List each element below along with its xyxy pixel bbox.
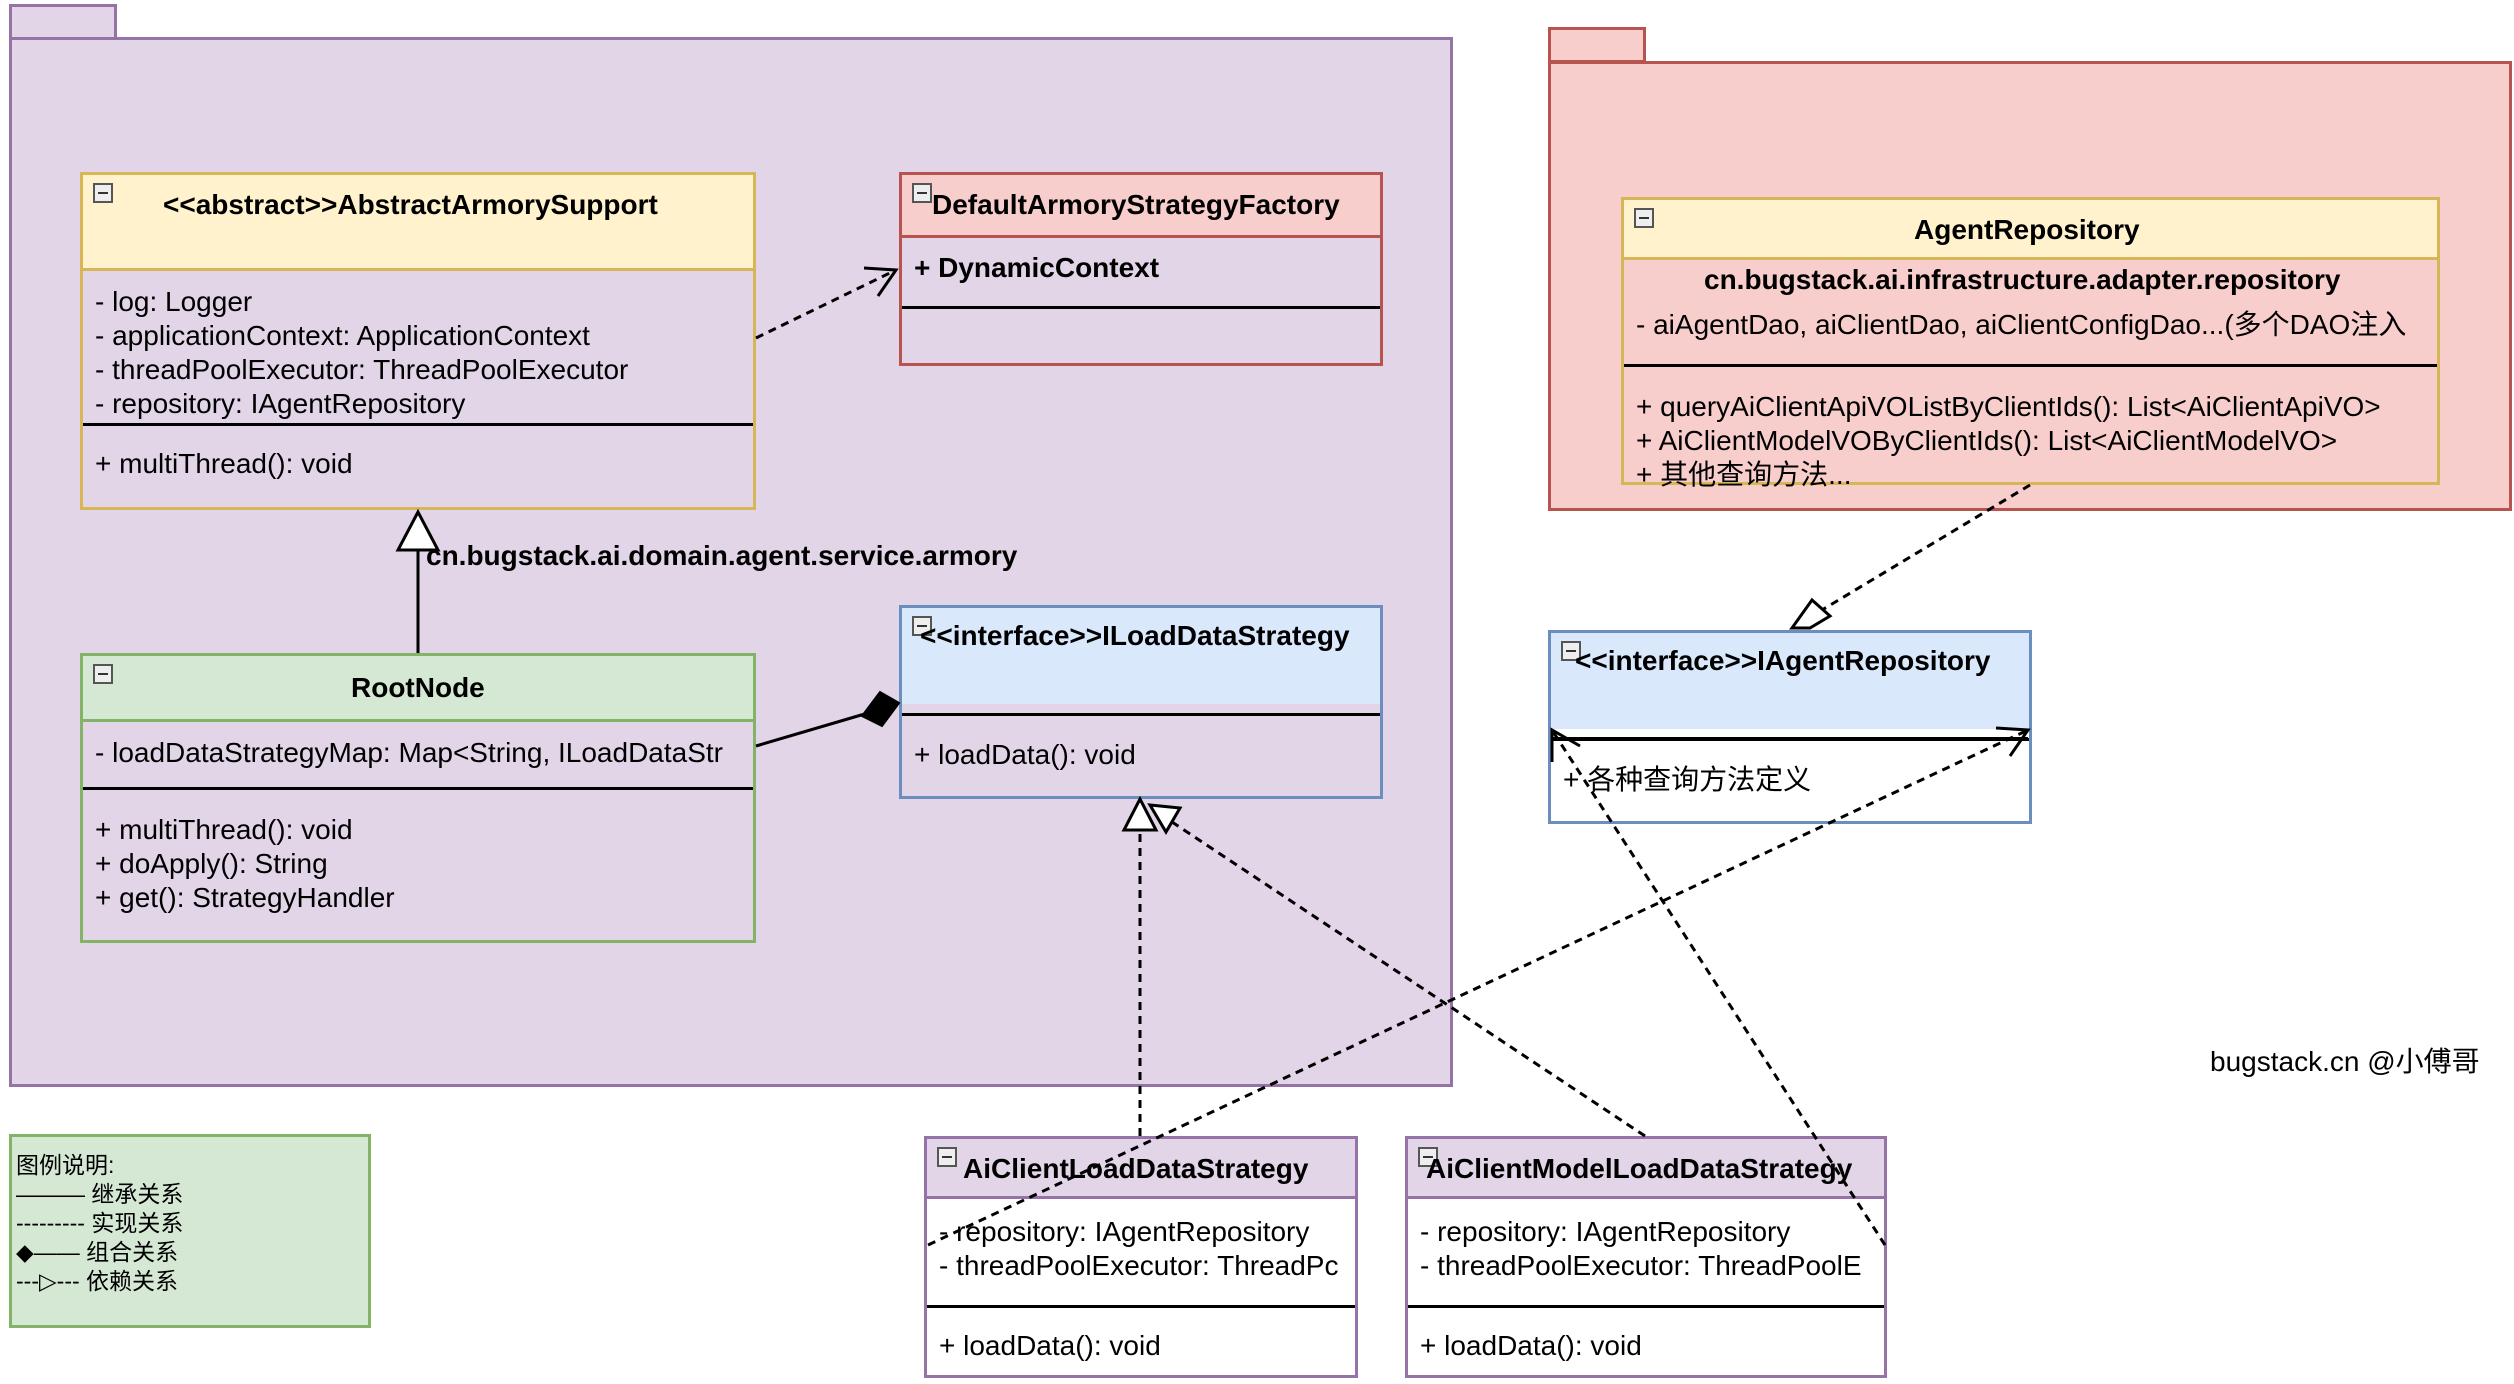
attributes: - aiAgentDao, aiClientDao, aiClientConfi… [1624, 308, 2437, 342]
dependency-line [927, 728, 2029, 1247]
legend-title: 图例说明: [16, 1152, 115, 1178]
realization-arrowhead [1147, 803, 1183, 835]
attribute: - threadPoolExecutor: ThreadPoolExecutor [95, 354, 629, 385]
legend-box: 图例说明: ——— 继承关系 --------- 实现关系 ◆—— 组合关系 -… [9, 1134, 371, 1328]
attributes: - loadDataStrategyMap: Map<String, ILoad… [83, 736, 753, 770]
collapse-icon[interactable] [912, 616, 932, 636]
method: + doApply(): String [95, 848, 328, 879]
dependency-line [755, 268, 897, 340]
ai-client-load-data-strategy-class[interactable]: AiClientLoadDataStrategy - repository: I… [924, 1136, 1358, 1378]
separator [902, 306, 1380, 309]
realization-arrowhead [1789, 597, 1833, 630]
collapse-icon[interactable] [93, 183, 113, 203]
method: + get(): StrategyHandler [95, 882, 395, 913]
legend-item: ——— 继承关系 [16, 1181, 184, 1207]
agent-repository-class[interactable]: AgentRepository cn.bugstack.ai.infrastru… [1621, 197, 2440, 490]
collapse-icon[interactable] [1561, 641, 1581, 661]
separator [83, 423, 753, 426]
methods: + loadData(): void [927, 1329, 1355, 1363]
method: + 其他查询方法... [1636, 459, 1852, 490]
dependency-line [1550, 729, 1887, 1246]
realization-arrowhead [1121, 795, 1159, 832]
iagent-repository-interface[interactable]: <<interface>>IAgentRepository + 各种查询方法定义 [1548, 630, 2032, 824]
separator [1551, 738, 2029, 741]
method: + loadData(): void [1420, 1330, 1642, 1361]
attributes: - repository: IAgentRepository - threadP… [927, 1215, 1355, 1283]
abstract-armory-support-class[interactable]: <<abstract>>AbstractArmorySupport - log:… [80, 172, 756, 510]
class-title: RootNode [351, 672, 485, 703]
attribute: + DynamicContext [914, 252, 1160, 283]
attributes: - repository: IAgentRepository - threadP… [1408, 1215, 1884, 1283]
collapse-icon[interactable] [93, 664, 113, 684]
method: + 各种查询方法定义 [1563, 764, 1812, 795]
attribute: - threadPoolExecutor: ThreadPoolE [1420, 1250, 1862, 1281]
method: + multiThread(): void [95, 814, 353, 845]
separator [902, 713, 1380, 716]
separator [1408, 1305, 1884, 1308]
domain-package-label: cn.bugstack.ai.domain.agent.service.armo… [426, 540, 1018, 571]
legend-item: --------- 实现关系 [16, 1210, 184, 1236]
class-title: DefaultArmoryStrategyFactory [932, 189, 1340, 220]
method: + multiThread(): void [95, 448, 353, 479]
methods: + 各种查询方法定义 [1551, 763, 2029, 797]
inheritance-arrowhead [395, 508, 441, 552]
collapse-icon[interactable] [1418, 1147, 1438, 1167]
attribute: - repository: IAgentRepository [1420, 1216, 1791, 1247]
methods: + multiThread(): void + doApply(): Strin… [83, 813, 753, 915]
realization-line [1171, 820, 1646, 1138]
methods: + loadData(): void [902, 738, 1380, 772]
iload-data-strategy-interface[interactable]: <<interface>>ILoadDataStrategy + loadDat… [899, 605, 1383, 799]
attribute: - repository: IAgentRepository [95, 388, 466, 419]
class-title: <<interface>>IAgentRepository [1575, 645, 1991, 676]
legend-item: ◆—— 组合关系 [16, 1239, 179, 1265]
attribute: - aiAgentDao, aiClientDao, aiClientConfi… [1636, 309, 2407, 340]
attribute: - threadPoolExecutor: ThreadPc [939, 1250, 1339, 1281]
attribute: - applicationContext: ApplicationContext [95, 320, 590, 351]
composition-line [755, 711, 869, 748]
class-title: AiClientLoadDataStrategy [963, 1153, 1309, 1184]
ai-client-model-load-data-strategy-class[interactable]: AiClientModelLoadDataStrategy - reposito… [1405, 1136, 1887, 1378]
collapse-icon[interactable] [937, 1147, 957, 1167]
collapse-icon[interactable] [912, 183, 932, 203]
collapse-icon[interactable] [1634, 208, 1654, 228]
separator [83, 787, 753, 790]
realization-line [1821, 483, 2031, 612]
dependency-arrowhead [863, 266, 899, 297]
method: + AiClientModelVOByClientIds(): List<AiC… [1636, 425, 2338, 456]
attribute: - repository: IAgentRepository [939, 1216, 1310, 1247]
composition-diamond [860, 690, 901, 728]
class-title: <<interface>>ILoadDataStrategy [920, 620, 1350, 651]
class-title: <<abstract>>AbstractArmorySupport [163, 189, 658, 220]
attribute: - loadDataStrategyMap: Map<String, ILoad… [95, 737, 724, 768]
method: + loadData(): void [939, 1330, 1161, 1361]
methods: + queryAiClientApiVOListByClientIds(): L… [1624, 390, 2437, 492]
separator [1624, 364, 2437, 367]
methods: + loadData(): void [1408, 1329, 1884, 1363]
watermark: bugstack.cn @小傅哥 [2210, 1046, 2480, 1077]
attribute: - log: Logger [95, 286, 253, 317]
dependency-arrowhead [1995, 726, 2031, 757]
methods: + multiThread(): void [83, 447, 753, 481]
class-title: AgentRepository [1914, 214, 2140, 245]
legend-item: ---▷--- 依赖关系 [16, 1268, 179, 1294]
package-label: cn.bugstack.ai.infrastructure.adapter.re… [1704, 264, 2341, 295]
default-armory-strategy-factory-class[interactable]: DefaultArmoryStrategyFactory + DynamicCo… [899, 172, 1383, 366]
separator [927, 1305, 1355, 1308]
method: + queryAiClientApiVOListByClientIds(): L… [1636, 391, 2381, 422]
root-node-class[interactable]: RootNode - loadDataStrategyMap: Map<Stri… [80, 653, 756, 943]
attributes: - log: Logger - applicationContext: Appl… [83, 285, 753, 421]
method: + loadData(): void [914, 739, 1136, 770]
class-title: AiClientModelLoadDataStrategy [1426, 1153, 1853, 1184]
dependency-arrowhead [1550, 727, 1581, 762]
attributes: + DynamicContext [902, 251, 1380, 285]
